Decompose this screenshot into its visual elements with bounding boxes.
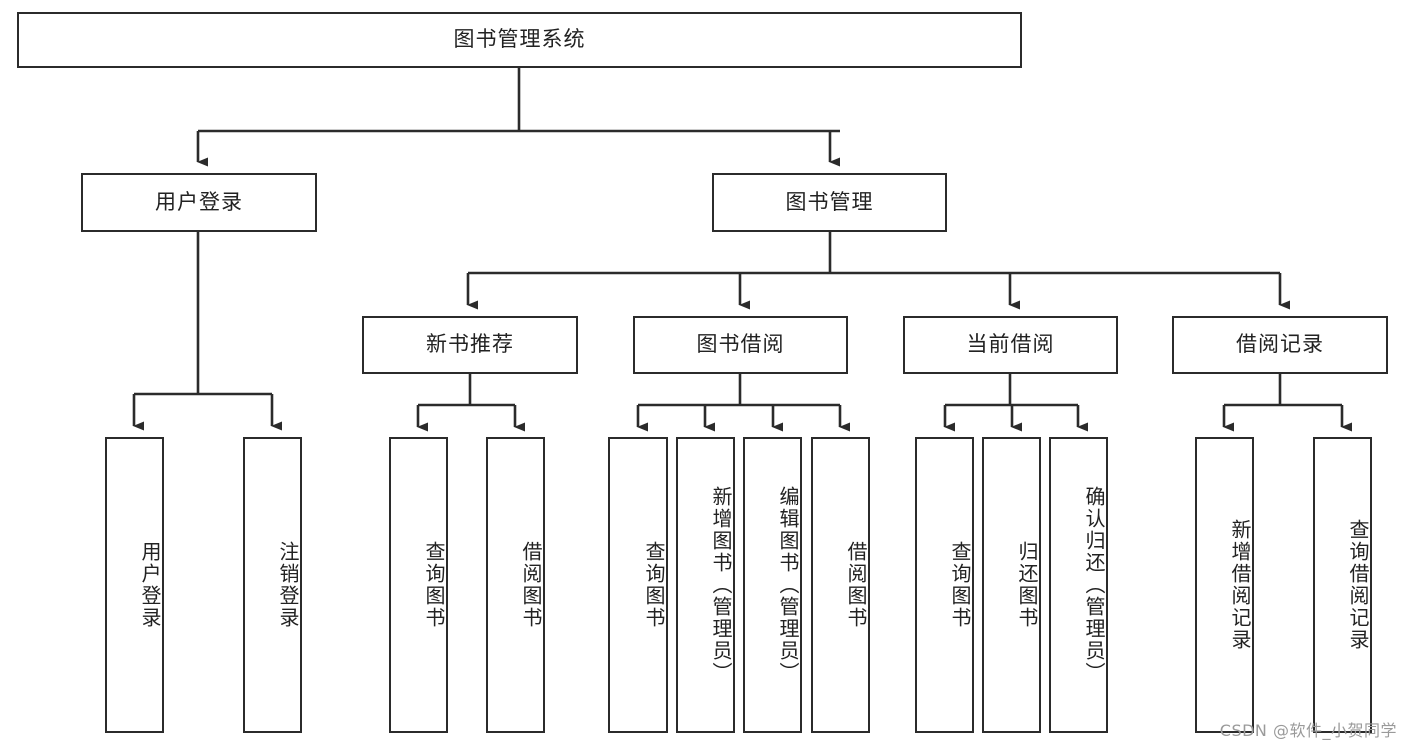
leaf-add-borrow-record-label: 新增借阅记录 bbox=[1228, 519, 1252, 651]
leaf-query-book-current-label: 查询图书 bbox=[948, 541, 972, 629]
leaf-return-book[interactable]: 归还图书 bbox=[982, 437, 1041, 733]
watermark-text: CSDN @软件_小贺同学 bbox=[1219, 721, 1397, 740]
leaf-borrow-book[interactable]: 借阅图书 bbox=[811, 437, 870, 733]
node-current-borrow[interactable]: 当前借阅 bbox=[903, 316, 1118, 374]
node-borrow-record[interactable]: 借阅记录 bbox=[1172, 316, 1388, 374]
node-book-management-label: 图书管理 bbox=[785, 189, 874, 214]
leaf-logout-label: 注销登录 bbox=[276, 541, 300, 629]
leaf-query-book-rec[interactable]: 查询图书 bbox=[389, 437, 448, 733]
node-root-system[interactable]: 图书管理系统 bbox=[17, 12, 1022, 68]
node-book-borrow-label: 图书借阅 bbox=[696, 332, 785, 357]
leaf-borrow-book-rec-label: 借阅图书 bbox=[519, 541, 543, 629]
node-new-book-recommend-label: 新书推荐 bbox=[426, 332, 514, 357]
leaf-query-book-rec-label: 查询图书 bbox=[422, 541, 446, 629]
node-book-borrow[interactable]: 图书借阅 bbox=[633, 316, 848, 374]
leaf-add-book-admin[interactable]: 新增图书（管理员） bbox=[676, 437, 735, 733]
node-root-system-label: 图书管理系统 bbox=[453, 27, 586, 52]
leaf-user-login[interactable]: 用户登录 bbox=[105, 437, 164, 733]
node-user-login[interactable]: 用户登录 bbox=[81, 173, 317, 232]
leaf-query-borrow-record-label: 查询借阅记录 bbox=[1346, 519, 1370, 651]
leaf-edit-book-admin[interactable]: 编辑图书（管理员） bbox=[743, 437, 802, 733]
leaf-query-book-borrow-label: 查询图书 bbox=[642, 541, 666, 629]
leaf-add-book-admin-label: 新增图书（管理员） bbox=[709, 486, 733, 684]
leaf-query-borrow-record[interactable]: 查询借阅记录 bbox=[1313, 437, 1372, 733]
leaf-return-book-label: 归还图书 bbox=[1015, 541, 1039, 629]
node-borrow-record-label: 借阅记录 bbox=[1236, 332, 1324, 357]
leaf-query-book-current[interactable]: 查询图书 bbox=[915, 437, 974, 733]
node-new-book-recommend[interactable]: 新书推荐 bbox=[362, 316, 578, 374]
node-current-borrow-label: 当前借阅 bbox=[966, 332, 1055, 357]
node-book-management[interactable]: 图书管理 bbox=[712, 173, 947, 232]
leaf-borrow-book-rec[interactable]: 借阅图书 bbox=[486, 437, 545, 733]
leaf-query-book-borrow[interactable]: 查询图书 bbox=[608, 437, 668, 733]
node-user-login-label: 用户登录 bbox=[155, 189, 243, 214]
leaf-confirm-return-admin-label: 确认归还（管理员） bbox=[1082, 486, 1106, 684]
leaf-edit-book-admin-label: 编辑图书（管理员） bbox=[776, 486, 800, 684]
leaf-user-login-label: 用户登录 bbox=[138, 541, 162, 629]
leaf-logout[interactable]: 注销登录 bbox=[243, 437, 302, 733]
leaf-confirm-return-admin[interactable]: 确认归还（管理员） bbox=[1049, 437, 1108, 733]
leaf-borrow-book-label: 借阅图书 bbox=[844, 541, 868, 629]
leaf-add-borrow-record[interactable]: 新增借阅记录 bbox=[1195, 437, 1254, 733]
